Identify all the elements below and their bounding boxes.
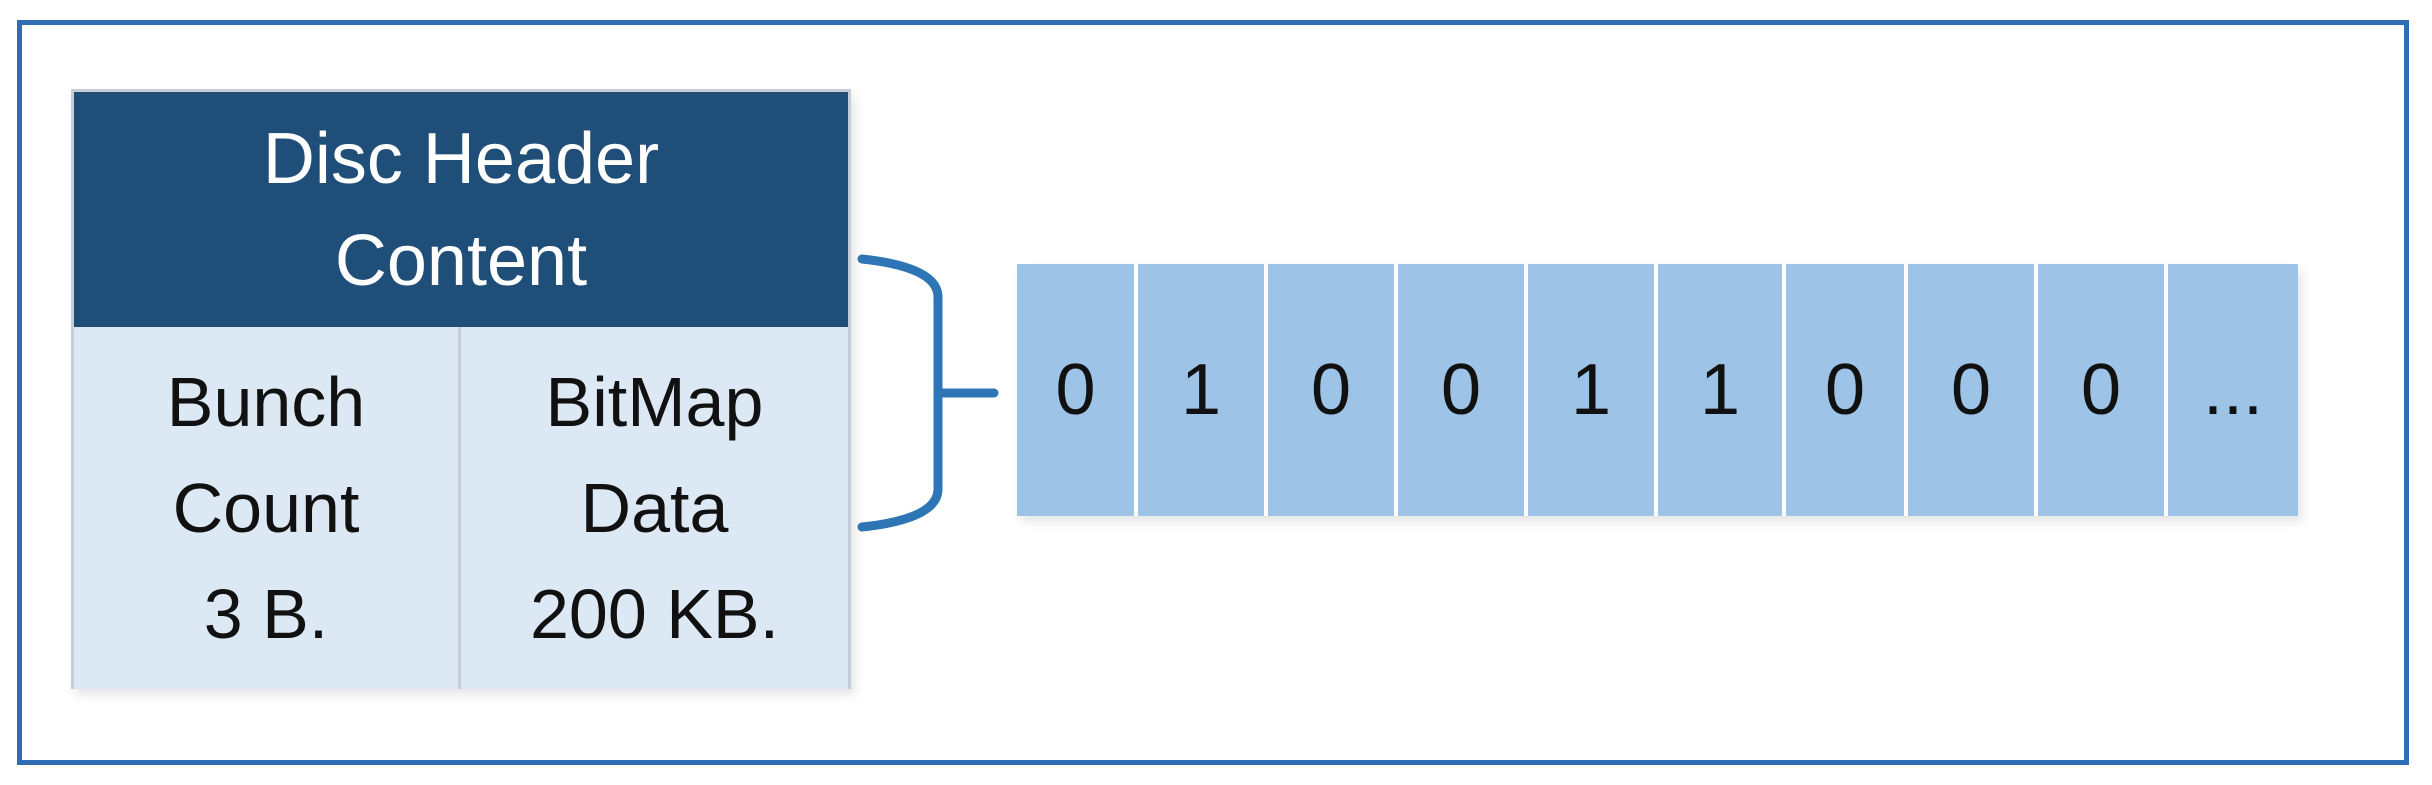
- disc-header-table: Disc Header Content Bunch Count 3 B. Bit…: [71, 89, 851, 689]
- curly-brace-connector: [857, 254, 999, 532]
- bit-cell: 1: [1138, 264, 1268, 516]
- bit-cell-ellipsis: ...: [2168, 264, 2298, 516]
- disc-header-title-line1: Disc Header: [262, 118, 660, 199]
- bitmap-bit-sequence: 0 1 0 0 1 1 0 0 0 ...: [1017, 264, 2298, 516]
- bit-cell: 0: [1786, 264, 1908, 516]
- bit-cell: 0: [1017, 264, 1138, 516]
- diagram-frame: [17, 20, 2409, 765]
- disc-header-title-line2: Content: [334, 220, 588, 301]
- bit-cell: 0: [2038, 264, 2168, 516]
- bit-cell: 1: [1658, 264, 1786, 516]
- disc-header-title: Disc Header Content: [74, 92, 848, 327]
- bit-cell: 1: [1528, 264, 1658, 516]
- bit-cell: 0: [1908, 264, 2038, 516]
- bit-cell: 0: [1398, 264, 1528, 516]
- bit-cell: 0: [1268, 264, 1398, 516]
- bunch-count-field: Bunch Count 3 B.: [74, 327, 461, 689]
- bitmap-data-field: BitMap Data 200 KB.: [461, 327, 848, 689]
